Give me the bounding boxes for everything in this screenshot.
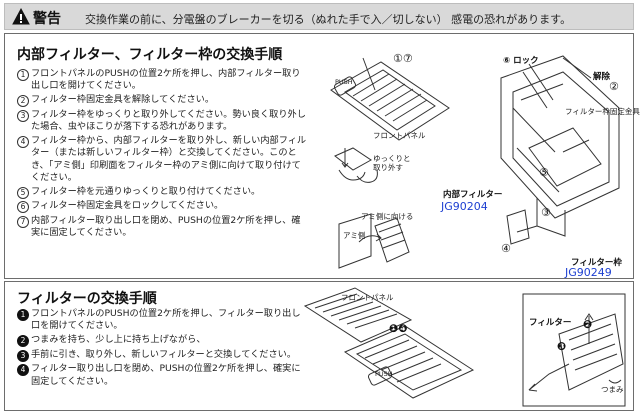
filter-label: フィルター [529,318,572,328]
step-text: フィルター枠から、内部フィルターを取り外し、新しい内部フィルター（または新しいフ… [31,134,307,183]
filter-panel-illustration [303,287,475,399]
section1-title: 内部フィルター、フィルター枠の交換手順 [17,47,283,63]
step-text: フィルター枠固定金具をロックしてください。 [31,200,224,212]
filter-push-label: PUSH [375,370,393,378]
warning-title: 警告 [33,11,61,27]
step-text: フィルター枠をゆっくりと取り外してください。勢い良く取り外した場合、虫やほこりが… [31,108,306,133]
mesh-stamp: アミ側 [343,231,366,240]
bracket-label: フィルター枠固定金具 [565,107,640,116]
remove-frame-illustration [334,147,378,183]
inner-filter-sheet-illustration [506,209,530,245]
warning-triangle-icon [12,7,30,25]
step-text: フィルター枠固定金具を解除してください。 [31,94,215,106]
steps-1-4-label: ❶❹ [389,322,408,335]
step-number: 6 [17,201,29,214]
remove-slowly-label: ゆっくりと 取り外す [373,154,411,172]
unit-frame-illustration [500,55,620,237]
front-panel-illustration [330,57,450,141]
step-number: 3 [17,349,29,362]
warning-bar: 警告 交換作業の前に、分電盤のブレーカーを切る（ぬれた手で入／切しない） 感電の… [4,3,634,30]
frame-label: フィルター枠 [571,258,622,268]
mesh-side-label: アミ側に向ける [361,212,414,221]
step-number: 4 [17,135,29,148]
inner-filter-label: 内部フィルター [443,190,503,200]
inner-filter-part-number: JG90204 [441,200,488,213]
step-text: 内部フィルター取り出し口を閉め、PUSHの位置2ケ所を押し、確実に固定してくださ… [31,214,301,239]
step2-number: ❷ [583,318,593,331]
lock-label: ⑥ ロック [503,56,539,66]
step-text: フィルター取り出し口を閉め、PUSHの位置2ケ所を押し、確実に固定してください。 [31,363,301,387]
section2-title: フィルターの交換手順 [17,291,157,307]
step-text: フロントパネルのPUSHの位置2ケ所を押し、内部フィルター取り出し口を開けてくだ… [31,68,301,92]
step-text: フィルター枠を元通りゆっくりと取り付けてください。 [31,185,261,197]
release-step-number: ② [609,80,619,93]
step4-number: ④ [501,242,511,255]
release-label: 解除 [593,72,611,82]
knob-label: つまみ [601,385,624,394]
warning-text: 交換作業の前に、分電盤のブレーカーを切る（ぬれた手で入／切しない） 感電の恐れが… [85,13,572,26]
step-text: つまみを持ち、少し上に持ち上げながら、 [31,334,206,346]
step3-number: ❸ [557,340,567,353]
steps-1-7-label: ①⑦ [393,52,413,65]
step3-number: ③ [541,206,551,219]
step-text: 手前に引き、取り外し、新しいフィルターと交換してください。 [31,348,297,360]
push-label: PUSH [335,78,353,86]
step-number: 2 [17,335,29,348]
filter-front-panel-label: フロントパネル [341,293,394,302]
step-number: 2 [17,95,29,108]
step-number: 7 [17,215,29,228]
step5-number: ⑤ [539,166,549,179]
filter-removal-illustration [522,293,626,407]
step-text: フロントパネルのPUSHの位置2ケ所を押し、フィルター取り出し口を開けてください… [31,308,301,332]
step-number: 3 [17,109,29,122]
front-panel-label: フロントパネル [373,131,426,140]
step-number: 4 [17,364,29,377]
step-number: 1 [17,309,29,321]
frame-part-number: JG90249 [565,266,612,279]
step-number: 1 [17,69,29,81]
mesh-side-illustration [338,213,410,269]
step-number: 5 [17,186,29,199]
